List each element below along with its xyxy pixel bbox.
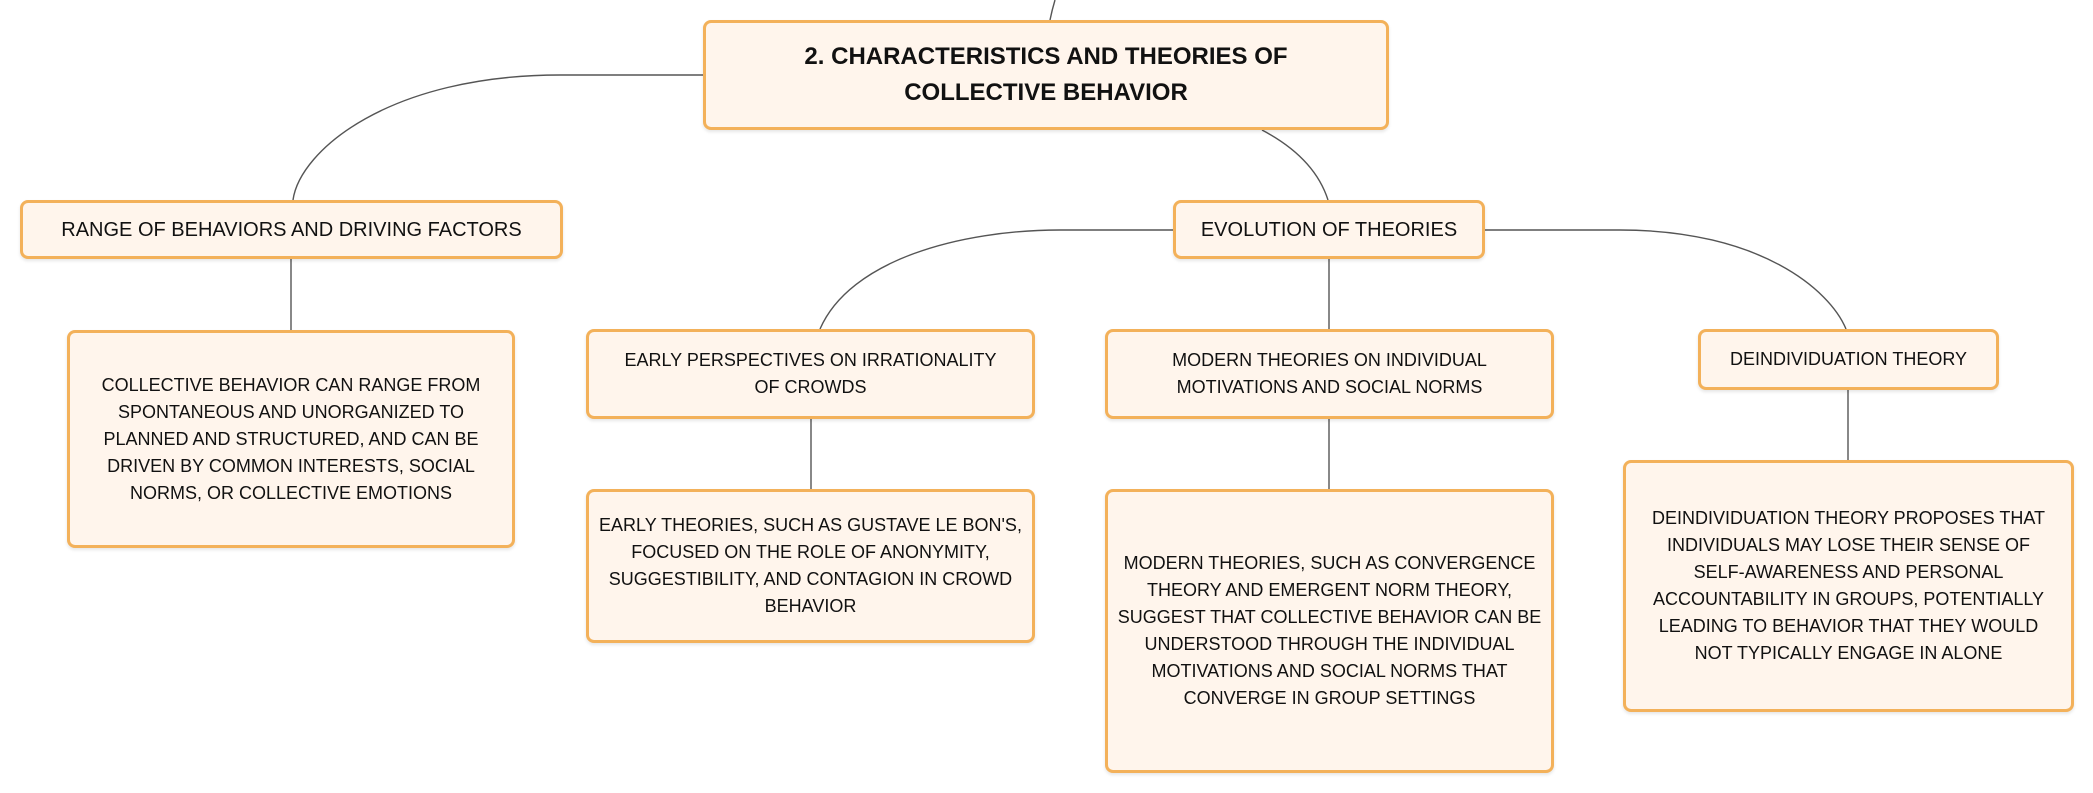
- early-perspectives-node[interactable]: EARLY PERSPECTIVES ON IRRATIONALITY OF C…: [586, 329, 1035, 419]
- connector-from-parent: [1049, 0, 1056, 21]
- modern-theories-detail-text: MODERN THEORIES, SUCH AS CONVERGENCE THE…: [1117, 553, 1542, 708]
- deindividuation-node[interactable]: DEINDIVIDUATION THEORY: [1698, 329, 1999, 390]
- range-topic-node[interactable]: RANGE OF BEHAVIORS AND DRIVING FACTORS: [20, 200, 563, 259]
- connector-evolution-to-deindividuation: [1485, 229, 1847, 330]
- early-perspectives-detail-text: EARLY THEORIES, SUCH AS GUSTAVE LE BON'S…: [599, 515, 1022, 616]
- range-detail-node[interactable]: COLLECTIVE BEHAVIOR CAN RANGE FROM SPONT…: [67, 330, 515, 548]
- range-topic-label: RANGE OF BEHAVIORS AND DRIVING FACTORS: [61, 218, 522, 241]
- root-topic-label: 2. CHARACTERISTICS AND THEORIES OF COLLE…: [804, 43, 1288, 106]
- connector-root-to-evolution: [1261, 129, 1329, 201]
- deindividuation-detail-text: DEINDIVIDUATION THEORY PROPOSES THAT IND…: [1651, 508, 2046, 663]
- modern-theories-label: MODERN THEORIES ON INDIVIDUAL MOTIVATION…: [1172, 350, 1487, 397]
- evolution-topic-label: EVOLUTION OF THEORIES: [1200, 218, 1458, 241]
- deindividuation-label: DEINDIVIDUATION THEORY: [1729, 349, 1968, 369]
- early-perspectives-detail-node[interactable]: EARLY THEORIES, SUCH AS GUSTAVE LE BON'S…: [586, 489, 1035, 643]
- range-detail-text: COLLECTIVE BEHAVIOR CAN RANGE FROM SPONT…: [101, 374, 481, 503]
- modern-theories-detail-node[interactable]: MODERN THEORIES, SUCH AS CONVERGENCE THE…: [1105, 489, 1554, 773]
- connector-evolution-to-early: [819, 229, 1173, 330]
- modern-theories-node[interactable]: MODERN THEORIES ON INDIVIDUAL MOTIVATION…: [1105, 329, 1554, 419]
- early-perspectives-label: EARLY PERSPECTIVES ON IRRATIONALITY OF C…: [624, 350, 997, 397]
- connector-root-to-range: [292, 74, 703, 201]
- root-topic-node[interactable]: 2. CHARACTERISTICS AND THEORIES OF COLLE…: [703, 20, 1389, 130]
- deindividuation-detail-node[interactable]: DEINDIVIDUATION THEORY PROPOSES THAT IND…: [1623, 460, 2074, 712]
- evolution-topic-node[interactable]: EVOLUTION OF THEORIES: [1173, 200, 1485, 259]
